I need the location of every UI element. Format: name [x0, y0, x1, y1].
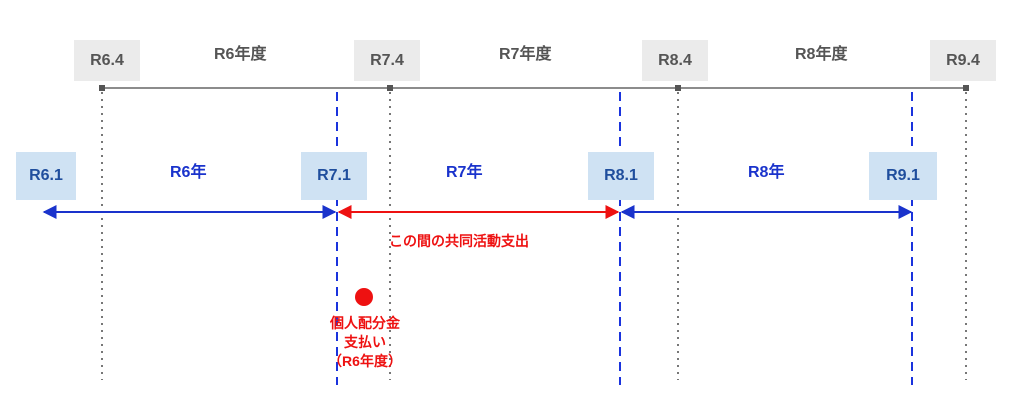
calendar-marker-r9-1: R9.1 [869, 152, 937, 200]
calendar-marker-r8-1: R8.1 [588, 152, 654, 200]
span-label: この間の共同活動支出 [389, 233, 529, 249]
payment-dot [355, 288, 373, 306]
payment-note-line2: 支払い [344, 334, 386, 350]
calendar-marker-r6-1: R6.1 [16, 152, 76, 200]
calendar-label-r8: R8年 [748, 164, 785, 181]
fiscal-tick-r8-4 [675, 85, 681, 91]
payment-note: 個人配分金 支払い （R6年度） [300, 314, 430, 371]
fiscal-tick-r9-4 [963, 85, 969, 91]
fiscal-marker-r8-4: R8.4 [642, 40, 708, 81]
payment-note-line3: （R6年度） [328, 353, 402, 369]
calendar-label-r7: R7年 [446, 164, 483, 181]
fiscal-tick-r6-4 [99, 85, 105, 91]
fiscal-marker-r7-4: R7.4 [354, 40, 420, 81]
fiscal-label-r8: R8年度 [795, 46, 848, 63]
calendar-marker-r7-1: R7.1 [301, 152, 367, 200]
calendar-label-r6: R6年 [170, 164, 207, 181]
fiscal-tick-r7-4 [387, 85, 393, 91]
fiscal-label-r6: R6年度 [214, 46, 267, 63]
payment-note-line1: 個人配分金 [330, 315, 400, 331]
fiscal-label-r7: R7年度 [499, 46, 552, 63]
fiscal-marker-r9-4: R9.4 [930, 40, 996, 81]
fiscal-marker-r6-4: R6.4 [74, 40, 140, 81]
